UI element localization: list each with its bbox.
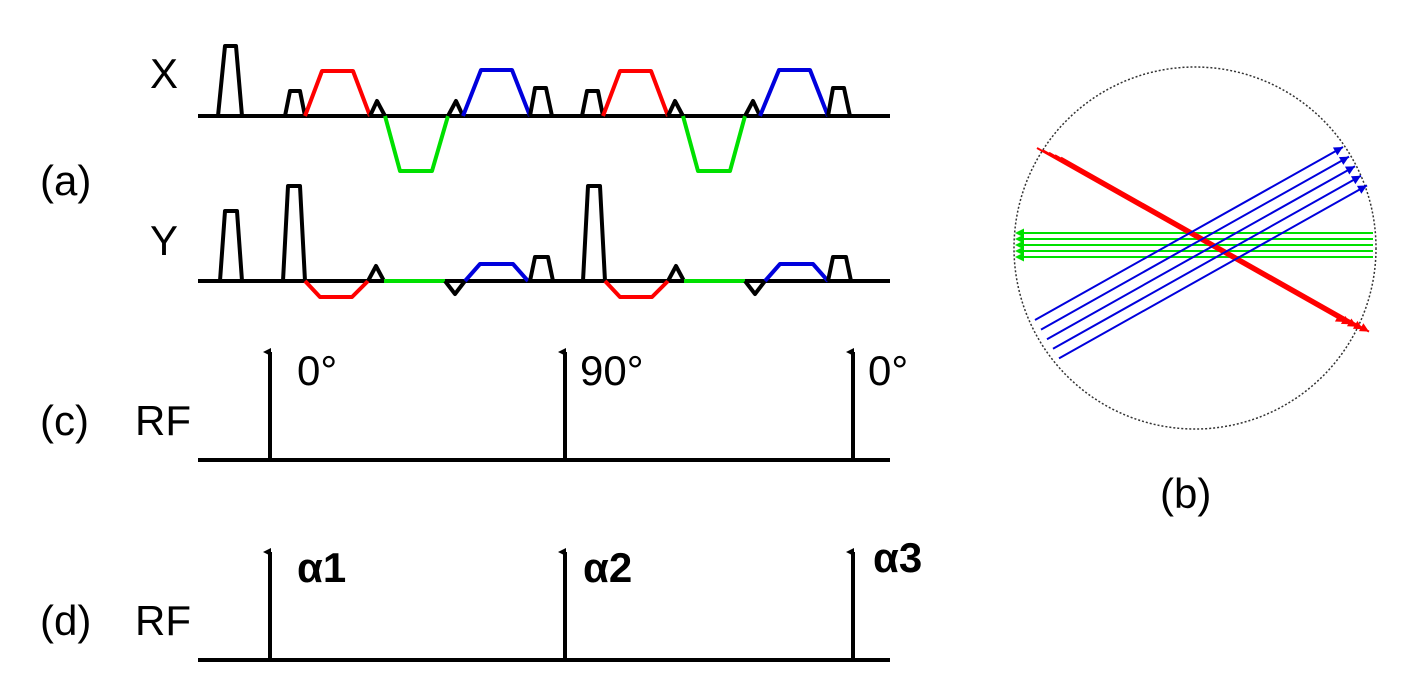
blue-arrowhead	[1356, 185, 1367, 194]
blue-trajectory-line	[1058, 184, 1368, 360]
blue-trajectory-line	[1034, 146, 1344, 321]
x-black-pulse	[283, 89, 307, 117]
y-red-lobe	[303, 279, 370, 299]
kspace-circle	[1013, 66, 1377, 430]
x-green-lobe	[681, 115, 747, 173]
x-axis-label: X	[150, 50, 178, 97]
y-black-pulse	[528, 255, 555, 282]
kspace-trajectories	[1015, 146, 1373, 360]
panel-label-d: (d)	[40, 597, 91, 644]
blue-arrowhead	[1338, 156, 1349, 165]
rf-row-c	[198, 348, 890, 462]
y-black-pulse	[218, 209, 244, 282]
x-black-pulse	[580, 89, 605, 117]
rf-row-d	[198, 548, 890, 662]
y-red-lobe	[603, 279, 670, 299]
x-black-blip	[446, 99, 465, 117]
y-black-blip	[443, 279, 467, 296]
y-blue-lobe	[463, 262, 530, 283]
y-gradient-waveform	[198, 184, 890, 299]
x-black-blip	[368, 99, 387, 117]
x-black-blip	[666, 99, 685, 117]
rf-d-flip-label: α1	[297, 544, 346, 591]
x-red-lobe	[303, 69, 372, 117]
rf-label-c: RF	[135, 397, 191, 444]
panel-label-b: (b)	[1160, 470, 1211, 517]
y-black-blip	[366, 264, 386, 282]
rf-c-phase-label: 0°	[297, 347, 337, 394]
x-blue-lobe	[758, 68, 830, 117]
green-arrowhead	[1015, 228, 1024, 238]
blue-trajectory-line	[1052, 174, 1362, 350]
x-black-pulse	[528, 86, 554, 117]
blue-trajectory-line	[1046, 165, 1356, 341]
x-black-pulse	[826, 86, 852, 117]
green-arrowhead	[1015, 246, 1024, 256]
x-black-pulse	[216, 44, 244, 117]
x-gradient-waveform	[198, 44, 890, 173]
rf-c-phase-label: 90°	[580, 347, 644, 394]
x-black-blip	[743, 99, 762, 117]
blue-arrowhead	[1332, 147, 1343, 156]
rf-d-flip-label: α2	[583, 544, 632, 591]
green-arrowhead	[1015, 234, 1024, 244]
x-blue-lobe	[461, 68, 532, 117]
rf-d-flip-label: α3	[873, 534, 922, 581]
red-arrowhead	[1358, 323, 1369, 332]
x-green-lobe	[383, 115, 450, 173]
rf-label-d: RF	[135, 597, 191, 644]
rf-c-phase-label: 0°	[868, 347, 908, 394]
blue-arrowhead	[1350, 175, 1361, 185]
panel-label-a: (a)	[40, 157, 91, 204]
x-red-lobe	[601, 69, 670, 117]
green-arrowhead	[1015, 240, 1024, 250]
blue-trajectory-line	[1040, 155, 1350, 331]
y-black-pulse	[581, 184, 607, 282]
y-blue-lobe	[763, 262, 830, 283]
green-arrowhead	[1015, 252, 1024, 262]
panel-label-c: (c)	[40, 397, 89, 444]
y-black-blip	[666, 264, 686, 282]
kspace-panel	[1013, 66, 1377, 430]
y-axis-label: Y	[150, 217, 178, 264]
blue-arrowhead	[1344, 166, 1355, 175]
y-black-pulse	[826, 255, 853, 282]
y-black-blip	[743, 279, 767, 296]
y-black-pulse	[281, 184, 307, 282]
